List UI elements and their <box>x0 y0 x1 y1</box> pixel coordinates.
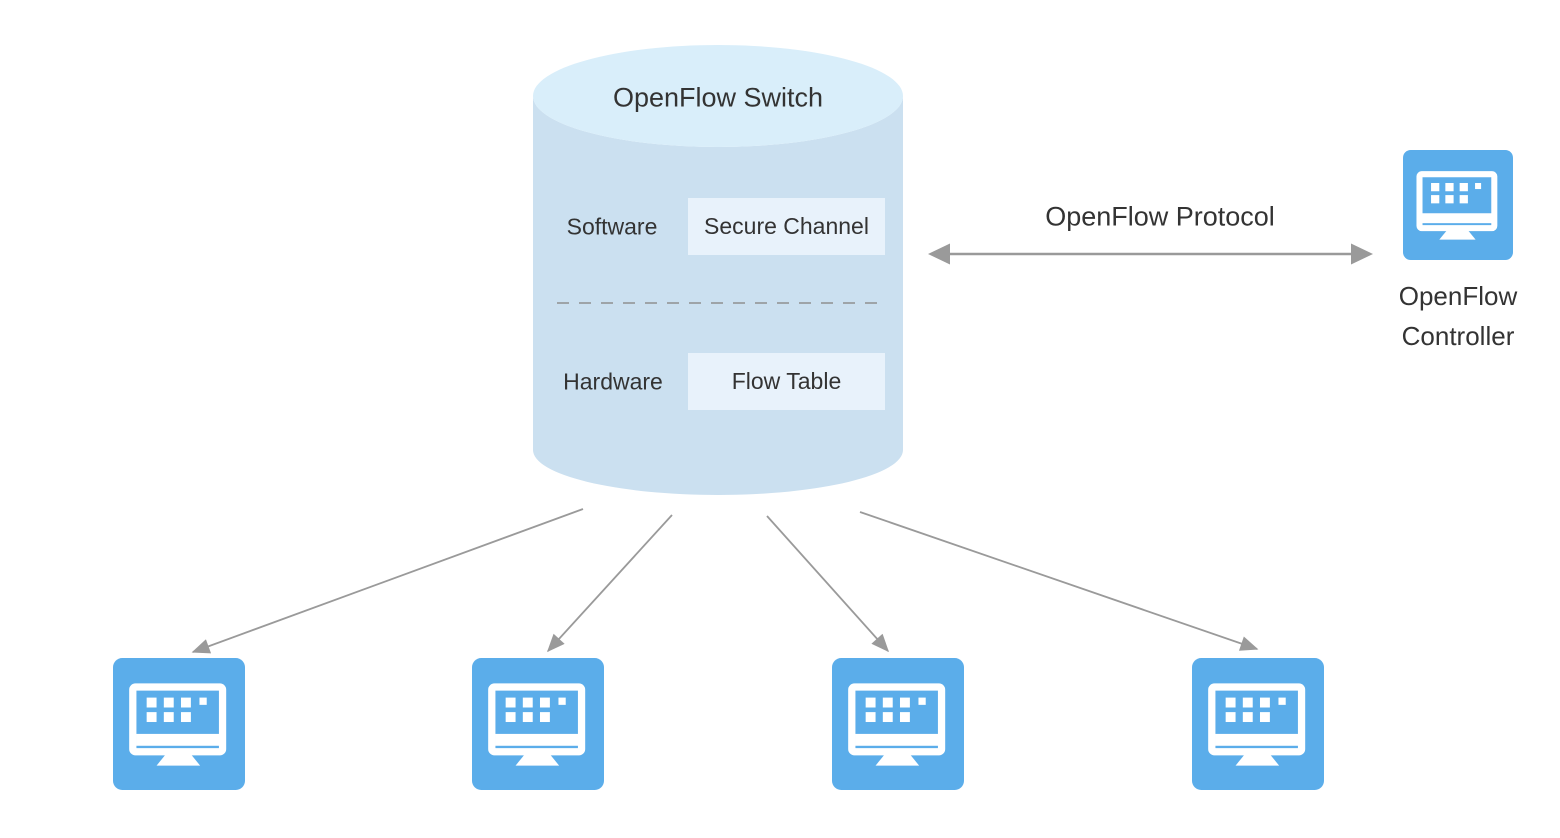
switch-cylinder-top <box>533 45 903 147</box>
controller-label: OpenFlow Controller <box>1399 276 1518 356</box>
openflow-protocol-arrow <box>928 243 1373 265</box>
computer-icon <box>832 658 964 790</box>
flow-table-box: Flow Table <box>688 353 885 410</box>
arrow-to-host-3 <box>766 515 890 653</box>
computer-icon <box>1403 150 1513 260</box>
software-label: Software <box>566 213 658 240</box>
hardware-label: Hardware <box>563 368 663 395</box>
computer-icon <box>472 658 604 790</box>
computer-icon <box>1192 658 1324 790</box>
openflow-protocol-label: OpenFlow Protocol <box>1045 201 1275 232</box>
controller-label-line1: OpenFlow <box>1398 281 1518 311</box>
secure-channel-box: Secure Channel <box>688 198 885 255</box>
controller-label-line2: Controller <box>1401 321 1515 351</box>
arrow-to-host-1 <box>191 508 584 654</box>
computer-icon <box>113 658 245 790</box>
arrow-to-host-4 <box>859 511 1259 651</box>
switch-cylinder-body <box>533 96 903 495</box>
switch-title: OpenFlow Switch <box>612 82 824 113</box>
arrow-to-host-2 <box>546 514 673 653</box>
